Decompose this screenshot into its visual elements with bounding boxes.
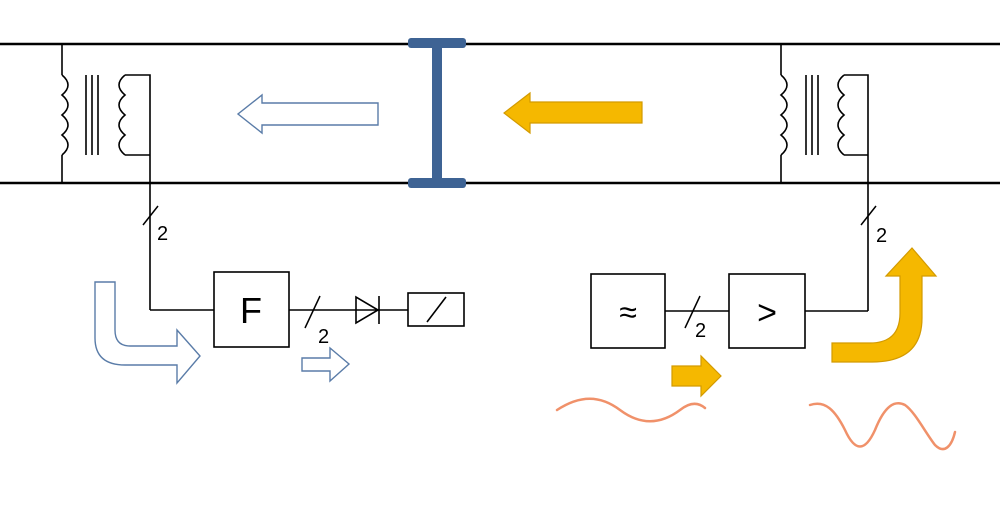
right-bus-count-label: 2 [876, 225, 887, 247]
receive-small-arrow-icon [301, 346, 351, 383]
left-bus-tick [142, 205, 159, 226]
amplifier-box-label: > [757, 294, 777, 332]
filter-box [213, 271, 290, 348]
oscillator-box-label: ≈ [619, 294, 637, 330]
left-bus-count-label: 2 [157, 223, 168, 245]
carrier-wave-large-icon [808, 402, 957, 451]
right-transformer-icon [779, 44, 869, 311]
source-out-tick [684, 295, 701, 329]
filter-out-tick [304, 295, 321, 329]
filter-out-count-label: 2 [318, 326, 329, 348]
transmit-curved-arrow-icon [831, 247, 938, 363]
filter-box-label: F [240, 290, 262, 331]
left-transformer-icon [60, 44, 151, 310]
source-out-count-label: 2 [695, 320, 706, 342]
right-bus-tick [860, 205, 877, 226]
insulator-icon [408, 38, 466, 188]
amplifier-box [728, 273, 806, 349]
transmit-small-arrow-icon [671, 354, 722, 398]
relay-coil-icon [407, 292, 465, 327]
receive-curved-arrow-icon [94, 281, 201, 385]
receive-line-arrow-icon [236, 93, 379, 135]
transmit-line-arrow-icon [503, 91, 643, 135]
diode-icon [355, 295, 380, 325]
carrier-wave-small-icon [555, 397, 707, 423]
